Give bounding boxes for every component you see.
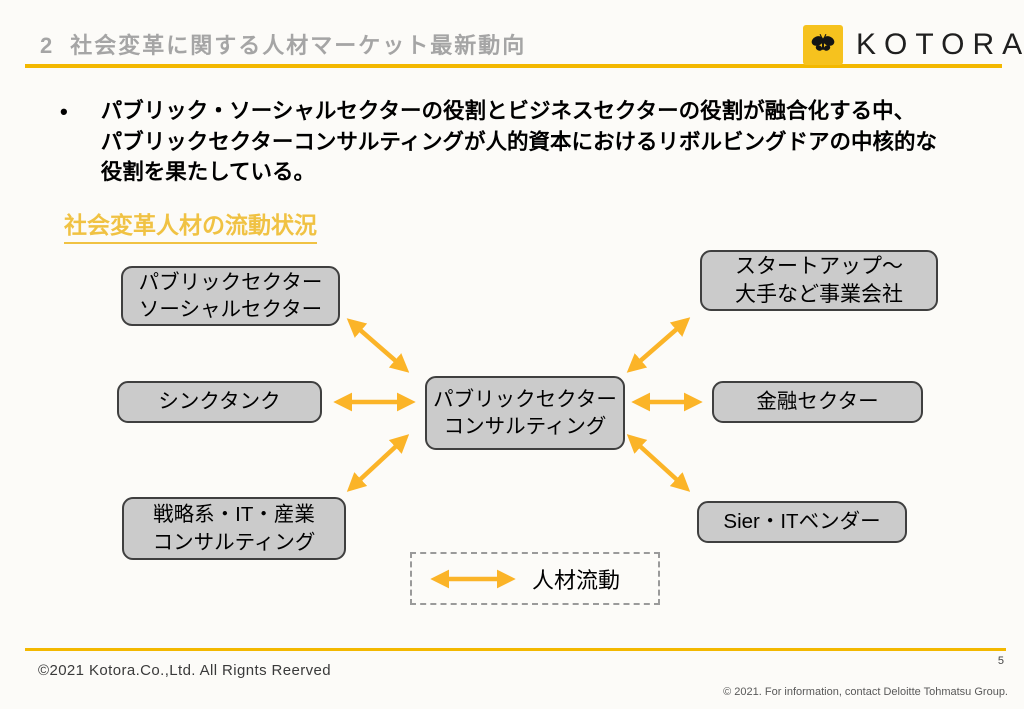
diagram-title: 社会変革人材の流動状況: [64, 206, 317, 244]
key-message-line: 役割を果たしている。: [100, 160, 316, 185]
box-label: シンクタンク: [158, 390, 281, 414]
box-label: 戦略系・IT・産業: [153, 503, 315, 527]
box-label: パブリックセクター: [433, 387, 617, 411]
box-sier-it-vendor: Sier・ITベンダー: [697, 501, 907, 543]
key-message-line: パブリック・ソーシャルセクターの役割とビジネスセクターの役割が融合化する中、: [100, 99, 916, 123]
double-arrow-icon: [626, 317, 691, 373]
footer-divider: [25, 648, 1006, 651]
box-label: コンサルティング: [152, 530, 316, 554]
key-message-line: パブリックセクターコンサルティングが人的資本におけるリボルビングドアの中核的な: [100, 129, 938, 154]
kotora-logo: KOTORA: [803, 25, 1024, 65]
double-arrow-icon: [626, 434, 691, 492]
box-label: スタートアップ～: [735, 254, 903, 278]
copyright-text: ©2021 Kotora.Co.,Ltd. All Rignts Reerved: [38, 662, 332, 679]
box-label: コンサルティング: [443, 415, 607, 438]
section-number: 2: [40, 33, 55, 58]
box-label: パブリックセクター: [138, 270, 323, 294]
page-title: 社会変革に関する人材マーケット最新動向: [70, 33, 527, 58]
box-strategy-it-industry-consulting: 戦略系・IT・産業 コンサルティング: [122, 497, 346, 560]
bullet-marker: •: [60, 99, 68, 124]
header-divider: [25, 64, 1002, 68]
double-arrow-icon: [346, 318, 410, 373]
key-message: • パブリック・ソーシャルセクターの役割とビジネスセクターの役割が融合化する中、…: [60, 96, 937, 188]
box-label: Sier・ITベンダー: [723, 510, 881, 534]
slide-header: 2 社会変革に関する人材マーケット最新動向: [40, 28, 526, 60]
box-startup-large-corporates: スタートアップ～ 大手など事業会社: [700, 250, 938, 311]
deloitte-note: © 2021. For information, contact Deloitt…: [723, 686, 1008, 698]
box-financial-sector: 金融セクター: [712, 381, 923, 423]
legend-box: 人材流動: [410, 552, 660, 605]
butterfly-icon: [803, 25, 843, 65]
box-label: 大手など事業会社: [735, 282, 903, 306]
box-public-sector-consulting: パブリックセクター コンサルティング: [425, 376, 625, 450]
box-public-social-sector: パブリックセクター ソーシャルセクター: [121, 266, 340, 326]
box-label: ソーシャルセクター: [138, 298, 323, 321]
legend-label: 人材流動: [532, 567, 621, 593]
double-arrow-icon: [346, 434, 410, 492]
key-message-text: パブリック・ソーシャルセクターの役割とビジネスセクターの役割が融合化する中、 パ…: [101, 96, 937, 188]
page-number: 5: [997, 655, 1004, 667]
box-think-tank: シンクタンク: [117, 381, 322, 423]
box-label: 金融セクター: [756, 390, 879, 414]
brand-name: KOTORA: [856, 28, 1024, 61]
